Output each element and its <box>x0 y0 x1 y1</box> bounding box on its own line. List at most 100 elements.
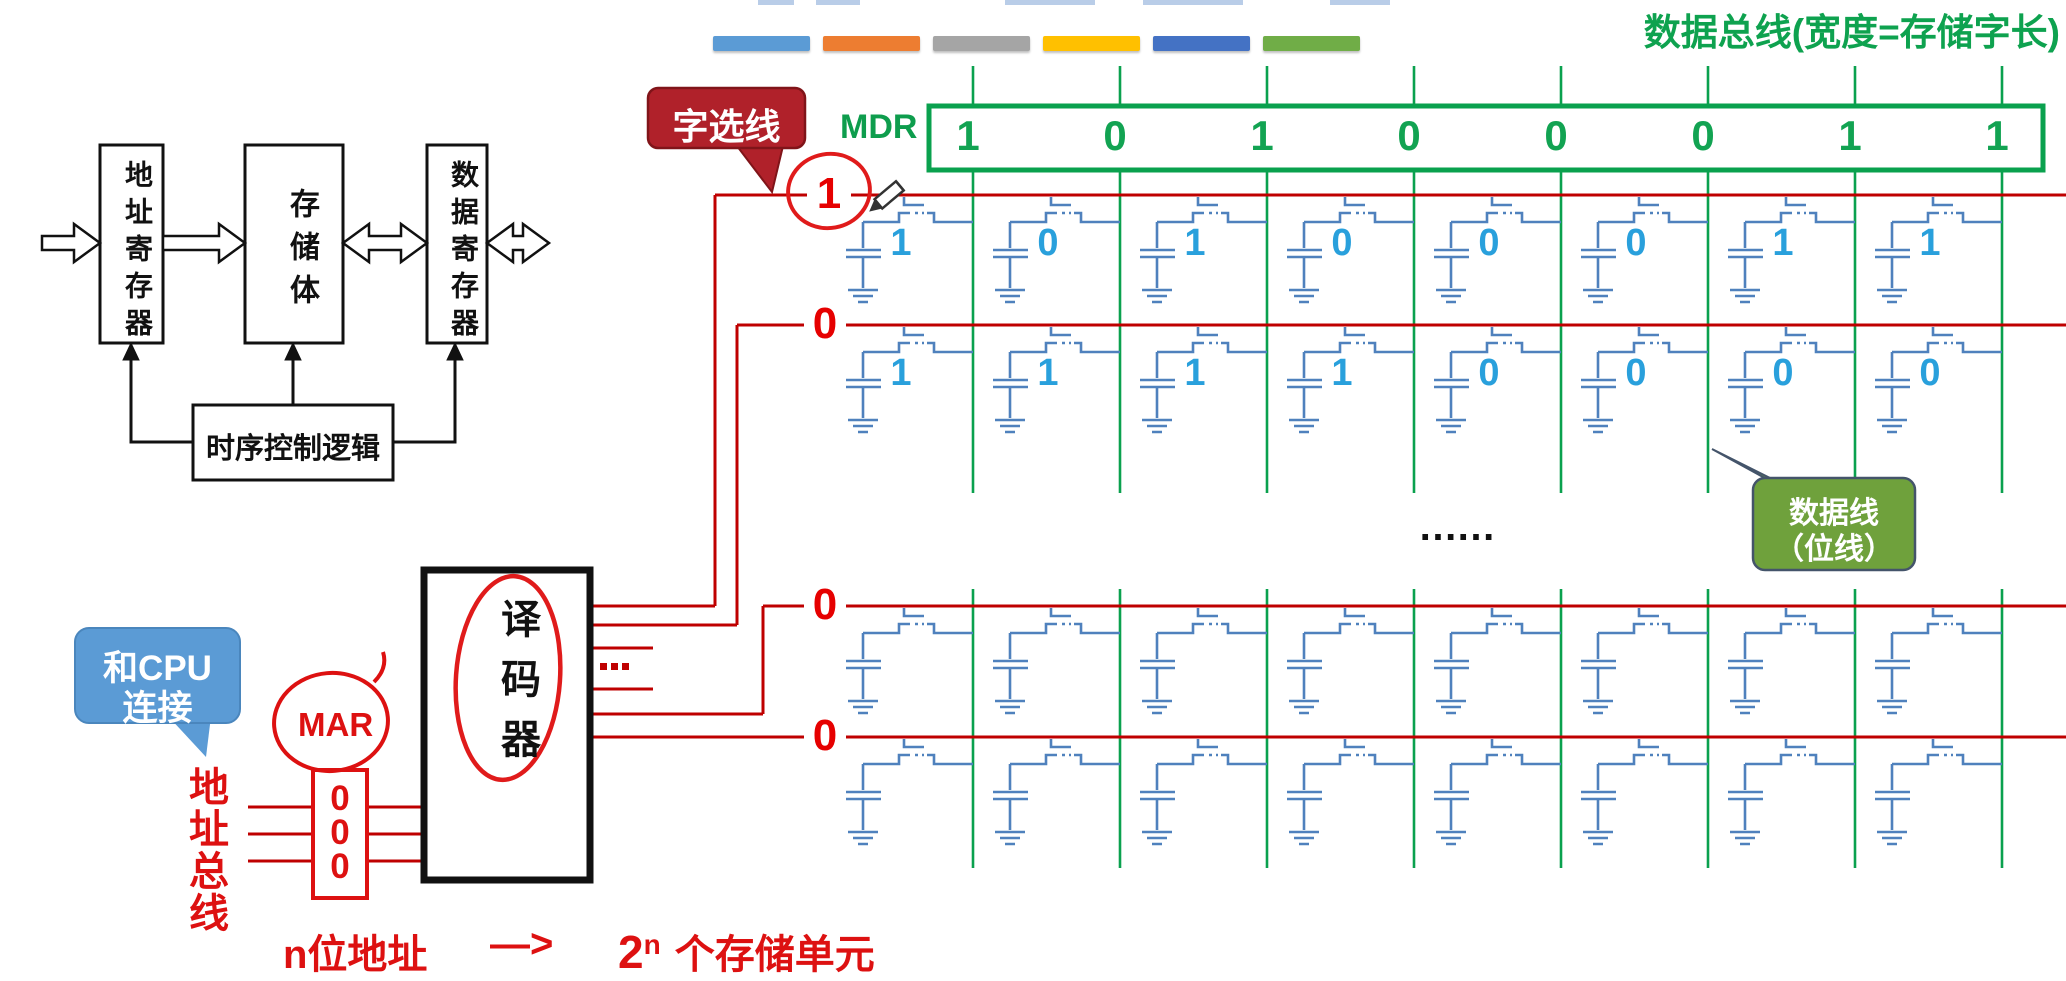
mdr-bit: 1 <box>956 112 980 159</box>
decoder-more-outputs-dots <box>622 663 629 670</box>
dram-cell <box>1728 327 1855 434</box>
dram-cell <box>1728 608 1855 715</box>
word-select-callout-shape <box>646 86 807 195</box>
bit-line-callout-line2: （位线） <box>1774 533 1894 566</box>
cell-stored-bit: 0 <box>1772 352 1794 394</box>
legend-bar <box>1153 36 1250 51</box>
dram-cell <box>846 608 973 715</box>
cpu-callout-line2: 连接 <box>122 689 193 728</box>
array-ellipsis: …… <box>1418 505 1496 549</box>
mdr-bit: 0 <box>1544 112 1568 159</box>
arrowhead-up <box>284 341 302 361</box>
address-bus-label: 地址总线 <box>183 766 227 934</box>
bit-line-callout-line1: 数据线 <box>1789 497 1879 530</box>
legend-bar <box>823 36 920 51</box>
mar-circle-squiggle <box>372 651 387 684</box>
arrow-data-register-external <box>484 221 552 265</box>
cell-stored-bit: 0 <box>1478 352 1500 394</box>
dram-cell <box>846 197 973 304</box>
memory-bank-label: 存储体 <box>285 188 318 317</box>
arrowhead-up <box>446 341 464 361</box>
dram-cell <box>1287 327 1414 434</box>
dram-cell <box>1287 739 1414 846</box>
dram-cell <box>1434 608 1561 715</box>
timing-logic-label: 时序控制逻辑 <box>205 433 380 465</box>
decoder-more-outputs-dots <box>600 663 607 670</box>
pencil-icon <box>869 179 906 212</box>
decoder-box <box>420 566 594 884</box>
top-cropped-remnant <box>758 0 1390 5</box>
dram-cell <box>1287 197 1414 304</box>
data-bus-title: 数据总线(宽度=存储字长) <box>1643 12 2060 53</box>
decoder-label: 译码器 <box>495 598 539 778</box>
cpu-callout-line1: 和CPU <box>103 649 212 688</box>
mdr-bit: 1 <box>1838 112 1862 159</box>
dram-cell <box>993 197 1120 304</box>
dram-cell <box>1434 197 1561 304</box>
cell-stored-bit: 1 <box>1184 222 1206 264</box>
mar-label: MAR <box>298 706 374 743</box>
dram-cell <box>1875 608 2002 715</box>
word-line-1-hand-circle <box>786 151 872 231</box>
dram-cell <box>1875 327 2002 434</box>
arrow-address-to-bank <box>161 221 248 265</box>
dram-cell <box>1875 197 2002 304</box>
cell-stored-bit: 0 <box>1478 222 1500 264</box>
word-line <box>713 193 2066 606</box>
dram-cell <box>1875 739 2002 846</box>
decoder-hand-oval <box>453 573 563 783</box>
cell-stored-bit: 1 <box>1184 352 1206 394</box>
dram-cell <box>1581 327 1708 434</box>
word-line <box>735 323 2066 625</box>
dram-cell <box>846 327 973 434</box>
data-register-label: 数据寄存器 <box>448 160 479 345</box>
bit-line-callout-shape <box>1711 448 1917 572</box>
dram-cell <box>1728 739 1855 846</box>
implies-arrow: —> <box>490 922 554 966</box>
word-line-label: 0 <box>812 299 838 348</box>
dram-cell <box>1287 608 1414 715</box>
decoder-more-outputs-dots <box>611 663 618 670</box>
dram-cell <box>1140 608 1267 715</box>
dram-cell <box>1140 327 1267 434</box>
cell-stored-bit: 1 <box>1037 352 1059 394</box>
data-register-box <box>425 143 489 345</box>
dram-cell <box>1434 739 1561 846</box>
dram-cell <box>1581 739 1708 846</box>
cell-stored-bit: 0 <box>1919 352 1941 394</box>
dram-cell <box>846 739 973 846</box>
address-register-label: 地址寄存器 <box>122 160 153 345</box>
mar-bit: 0 <box>330 847 350 886</box>
legend-bar <box>713 36 810 51</box>
dram-cell <box>993 739 1120 846</box>
dram-cell <box>1581 197 1708 304</box>
power-exponent: n <box>643 929 661 960</box>
cell-stored-bit: 1 <box>1772 222 1794 264</box>
storage-units-text: 个存储单元 <box>674 933 875 977</box>
cell-stored-bit: 1 <box>1919 222 1941 264</box>
legend-bar <box>1263 36 1360 51</box>
cell-stored-bit: 0 <box>1625 352 1647 394</box>
dram-cell <box>1434 327 1561 434</box>
arrowhead-up <box>122 341 140 361</box>
mdr-bit: 0 <box>1397 112 1421 159</box>
word-select-callout-label: 字选线 <box>672 106 781 147</box>
legend-bar <box>933 36 1030 51</box>
arrow-bank-data-bidirectional <box>340 221 430 265</box>
mdr-bit: 0 <box>1103 112 1127 159</box>
cell-stored-bit: 1 <box>890 222 912 264</box>
cpu-callout-shape <box>74 627 241 757</box>
n-bit-address-label: n位地址 <box>283 933 428 977</box>
word-line-label: 0 <box>812 580 838 629</box>
arrow-into-address-register <box>40 221 103 265</box>
dram-cell <box>1140 739 1267 846</box>
cell-stored-bit: 1 <box>1331 352 1353 394</box>
word-line-label: 1 <box>816 169 842 218</box>
cell-stored-bit: 0 <box>1625 222 1647 264</box>
dram-cell <box>1728 197 1855 304</box>
control-line-right <box>393 358 457 444</box>
dram-cell <box>993 608 1120 715</box>
